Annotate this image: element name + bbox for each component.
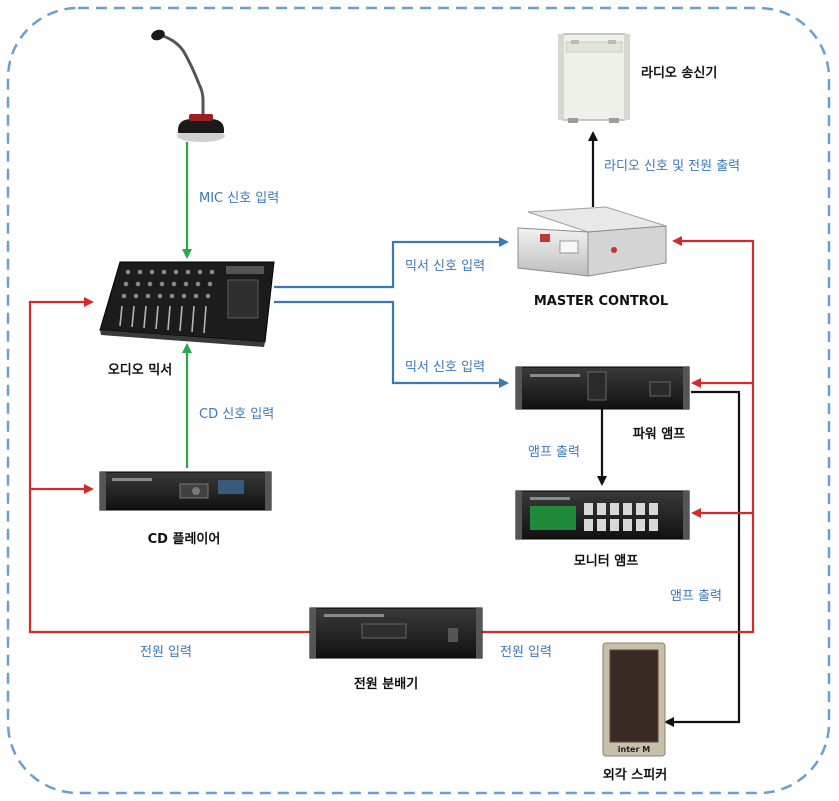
mixer-to-power-amp-arrow — [274, 300, 509, 388]
power-amp-label: 파워 앰프 — [633, 426, 685, 442]
mixer-to-master-label: 믹서 신호 입력 — [405, 259, 485, 274]
radio-transmitter-label: 라디오 송신기 — [641, 65, 717, 81]
power-distributor-label: 전원 분배기 — [354, 676, 418, 692]
cd-input-label: CD 신호 입력 — [199, 407, 274, 422]
power-distributor-icon — [309, 607, 483, 659]
power-input-left-label: 전원 입력 — [140, 645, 192, 660]
audio-mixer-label: 오디오 믹서 — [108, 362, 172, 378]
radio-output-label: 라디오 신호 및 전원 출력 — [604, 159, 740, 174]
audio-mixer-icon — [99, 261, 275, 347]
mixer-to-amp-label: 믹서 신호 입력 — [405, 360, 485, 375]
cd-player-label: CD 플레이어 — [148, 531, 221, 547]
outer-border — [6, 6, 831, 795]
power-line-right — [482, 236, 755, 634]
outdoor-speaker-label: 외각 스피커 — [603, 767, 667, 783]
speaker-brand-label: inter M — [618, 745, 650, 754]
master-control-icon — [517, 206, 667, 277]
outdoor-speaker-icon: inter M — [602, 642, 666, 757]
amp-output-speaker-label: 앰프 출력 — [670, 589, 722, 604]
power-line-left — [28, 297, 310, 634]
monitor-amp-icon — [515, 490, 690, 540]
radio-transmitter-icon — [558, 33, 630, 123]
amp-output-monitor-label: 앰프 출력 — [528, 445, 580, 460]
master-control-label: MASTER CONTROL — [534, 294, 668, 309]
mixer-to-master-arrow — [274, 237, 509, 289]
monitor-amp-label: 모니터 앰프 — [574, 553, 638, 569]
amp-to-speaker-arrow — [664, 390, 741, 727]
power-amp-icon — [515, 366, 690, 410]
microphone-icon — [151, 29, 225, 142]
power-input-right-label: 전원 입력 — [500, 645, 552, 660]
cd-player-icon — [99, 471, 272, 511]
mic-input-label: MIC 신호 입력 — [199, 191, 279, 206]
